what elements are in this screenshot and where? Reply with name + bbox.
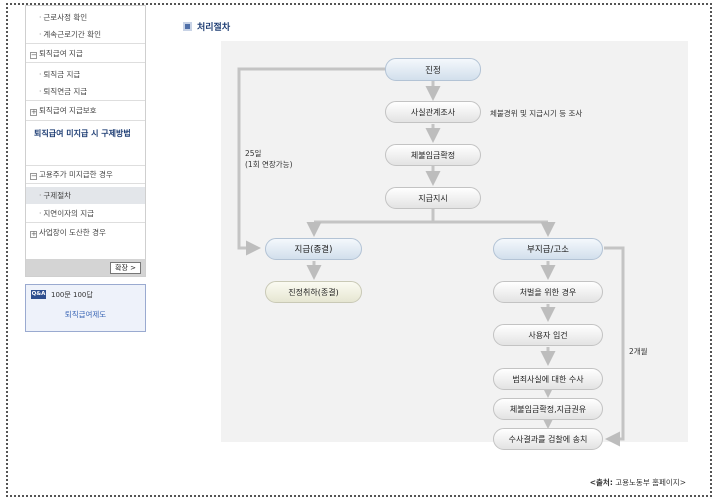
sidebar-item-label: 퇴직급여 지급보호 [39,106,97,115]
expand-label: 확장 [115,264,128,272]
node-unpaid: 부지급/고소 [493,238,603,260]
sidebar-item-severance[interactable]: 퇴직금 지급 [26,69,145,80]
node-criminal: 범죄사실에 대한 수사 [493,368,603,390]
section-title: 처리절차 [183,20,230,33]
sidebar-nav: 근로사정 확인 계속근로기간 확인 −퇴직급여 지급 퇴직금 지급 퇴직연금 지… [25,5,146,277]
sidebar-divider [26,165,145,166]
node-punish: 처벌을 위한 경우 [493,281,603,303]
sidebar-item-label: 사업장이 도산한 경우 [39,228,106,237]
node-order: 지급지시 [385,187,481,209]
sidebar-item-late-interest[interactable]: 지연이자의 지급 [26,208,145,219]
qa-banner[interactable]: Q&A 100문 100답 퇴직급여제도 [25,284,146,332]
sidebar-item-bankrupt[interactable]: +사업장이 도산한 경우 [26,227,145,238]
sidebar-item-procedure[interactable]: 구제절차 [26,187,145,204]
section-title-text: 처리절차 [197,23,231,33]
note-investigation: 체불경위 및 지급시기 등 조사 [490,109,583,118]
sidebar-item-pension[interactable]: 퇴직연금 지급 [26,86,145,97]
collapse-icon[interactable]: − [30,172,37,180]
note-extension: (1회 연장가능) [245,160,293,169]
chevron-right-icon: > [130,264,136,272]
source-text: 고용노동부 홈페이지> [615,478,686,487]
sidebar-item-retirement-pay[interactable]: −퇴직급여 지급 [26,48,145,59]
sidebar-item-label: 고용주가 미지급한 경우 [39,170,113,179]
node-paid: 지급(종결) [265,238,362,260]
node-withdraw: 진정취하(종결) [265,281,362,303]
qa-badge: Q&A [31,290,46,299]
collapse-icon[interactable]: − [30,51,37,59]
source-caption: <출처: 고용노동부 홈페이지> [590,477,686,488]
node-investigation: 사실관계조사 [385,101,481,123]
node-complaint: 진정 [385,58,481,81]
node-send: 수사결과를 검찰에 송치 [493,428,603,450]
expand-button[interactable]: 확장 > [110,262,141,274]
page-frame [6,3,712,497]
node-recommend: 체불임금확정,지급권유 [493,398,603,420]
sidebar-item-employer-unpaid[interactable]: −고용주가 미지급한 경우 [26,169,145,180]
sidebar-item-label: 퇴직급여 지급 [39,49,83,58]
sidebar-item-remedy[interactable]: 퇴직급여 미지급 시 구제방법 [34,129,131,138]
qa-title: 100문 100답 [51,291,93,299]
note-2months: 2개월 [629,347,648,356]
sidebar-divider [26,183,145,184]
node-confirm: 체불임금확정 [385,144,481,166]
sidebar-item-protection[interactable]: +퇴직급여 지급보호 [26,105,145,116]
sidebar-divider [26,43,145,44]
sidebar-divider [26,62,145,63]
sidebar-divider [26,222,145,223]
sidebar-item-work-check[interactable]: 근로사정 확인 [26,12,145,23]
bypass-25days [237,67,385,256]
qa-link[interactable]: 퇴직급여제도 [64,310,107,319]
sidebar-item-period-check[interactable]: 계속근로기간 확인 [26,29,145,40]
note-25days: 25일 [245,149,262,158]
sidebar-divider [26,100,145,101]
bypass-2months [604,246,625,447]
source-label: <출처: [589,478,613,487]
expand-icon[interactable]: + [30,108,37,116]
sidebar-footer: 확장 > [26,259,145,276]
square-bullet-icon [183,22,192,31]
node-hearing: 사용자 입건 [493,324,603,346]
expand-icon[interactable]: + [30,230,37,238]
sidebar-divider [26,120,145,121]
